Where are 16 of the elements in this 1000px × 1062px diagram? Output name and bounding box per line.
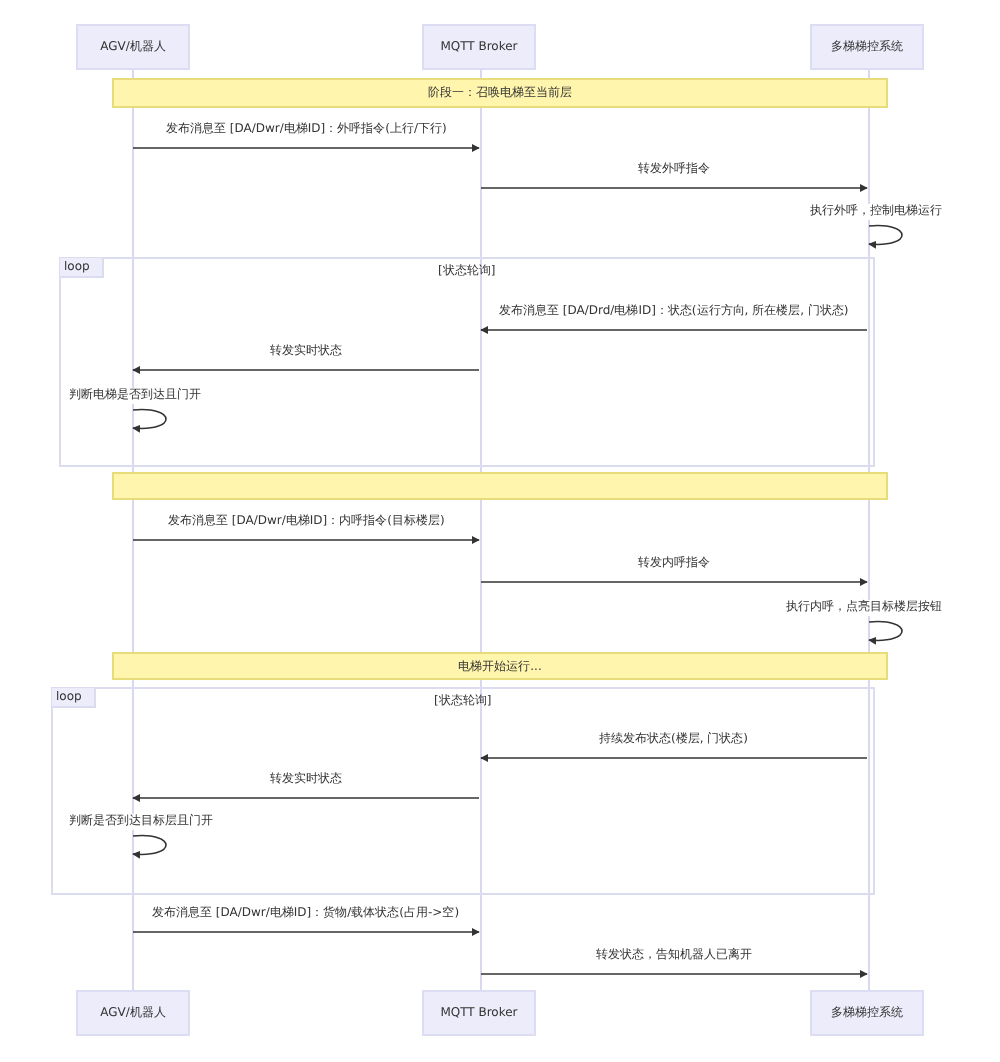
message-arrow: [132, 536, 480, 544]
self-message-arrow: [132, 408, 167, 433]
message-arrow: [132, 366, 480, 374]
message-arrow: [480, 754, 868, 762]
message-arrow: [480, 326, 868, 334]
self-message-arrow: [868, 224, 903, 249]
self-message-arrow: [868, 620, 903, 645]
self-message-arrow: [132, 834, 167, 859]
message-arrow: [132, 794, 480, 802]
message-arrow: [480, 184, 868, 192]
message-arrow: [132, 928, 480, 936]
note-band: [112, 472, 888, 500]
message-arrow: [480, 578, 868, 586]
message-arrow: [132, 144, 480, 152]
lifeline: [479, 70, 481, 990]
message-arrow: [480, 970, 868, 978]
